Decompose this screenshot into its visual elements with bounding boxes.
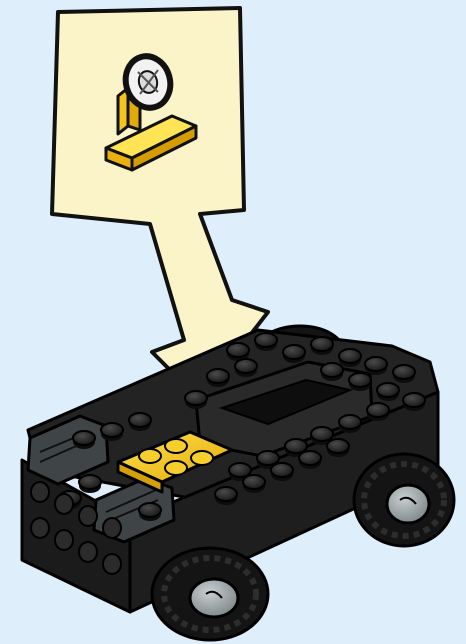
stud: [79, 475, 101, 489]
stud: [101, 423, 123, 437]
stud: [339, 415, 361, 429]
car-chassis-model: [22, 326, 454, 640]
stud: [185, 391, 207, 405]
stud: [229, 463, 251, 477]
stud: [235, 359, 257, 373]
stud: [227, 343, 249, 357]
front-wheel-icon: [152, 548, 268, 640]
stud: [283, 345, 305, 359]
back-wheel-icon: [354, 454, 454, 546]
stud: [403, 393, 425, 407]
side-stud: [103, 554, 121, 574]
side-stud: [79, 506, 97, 526]
stud: [311, 337, 333, 351]
stud: [139, 503, 161, 517]
stud: [327, 439, 349, 453]
stud: [255, 333, 277, 347]
stud: [215, 487, 237, 501]
side-stud: [55, 530, 73, 550]
stud: [207, 369, 229, 383]
stud: [311, 427, 333, 441]
stud: [365, 357, 387, 371]
stud: [321, 363, 343, 377]
stud: [299, 451, 321, 465]
stud: [271, 463, 293, 477]
stud: [257, 451, 279, 465]
side-stud: [79, 542, 97, 562]
side-stud: [31, 518, 49, 538]
stud: [339, 349, 361, 363]
stud: [393, 365, 415, 379]
stud: [243, 475, 265, 489]
stud: [349, 373, 371, 387]
stud: [367, 403, 389, 417]
side-stud: [31, 482, 49, 502]
stud: [377, 383, 399, 397]
side-stud: [103, 518, 121, 538]
side-stud: [55, 494, 73, 514]
stud: [73, 431, 95, 445]
stud: [129, 413, 151, 427]
stud: [285, 439, 307, 453]
